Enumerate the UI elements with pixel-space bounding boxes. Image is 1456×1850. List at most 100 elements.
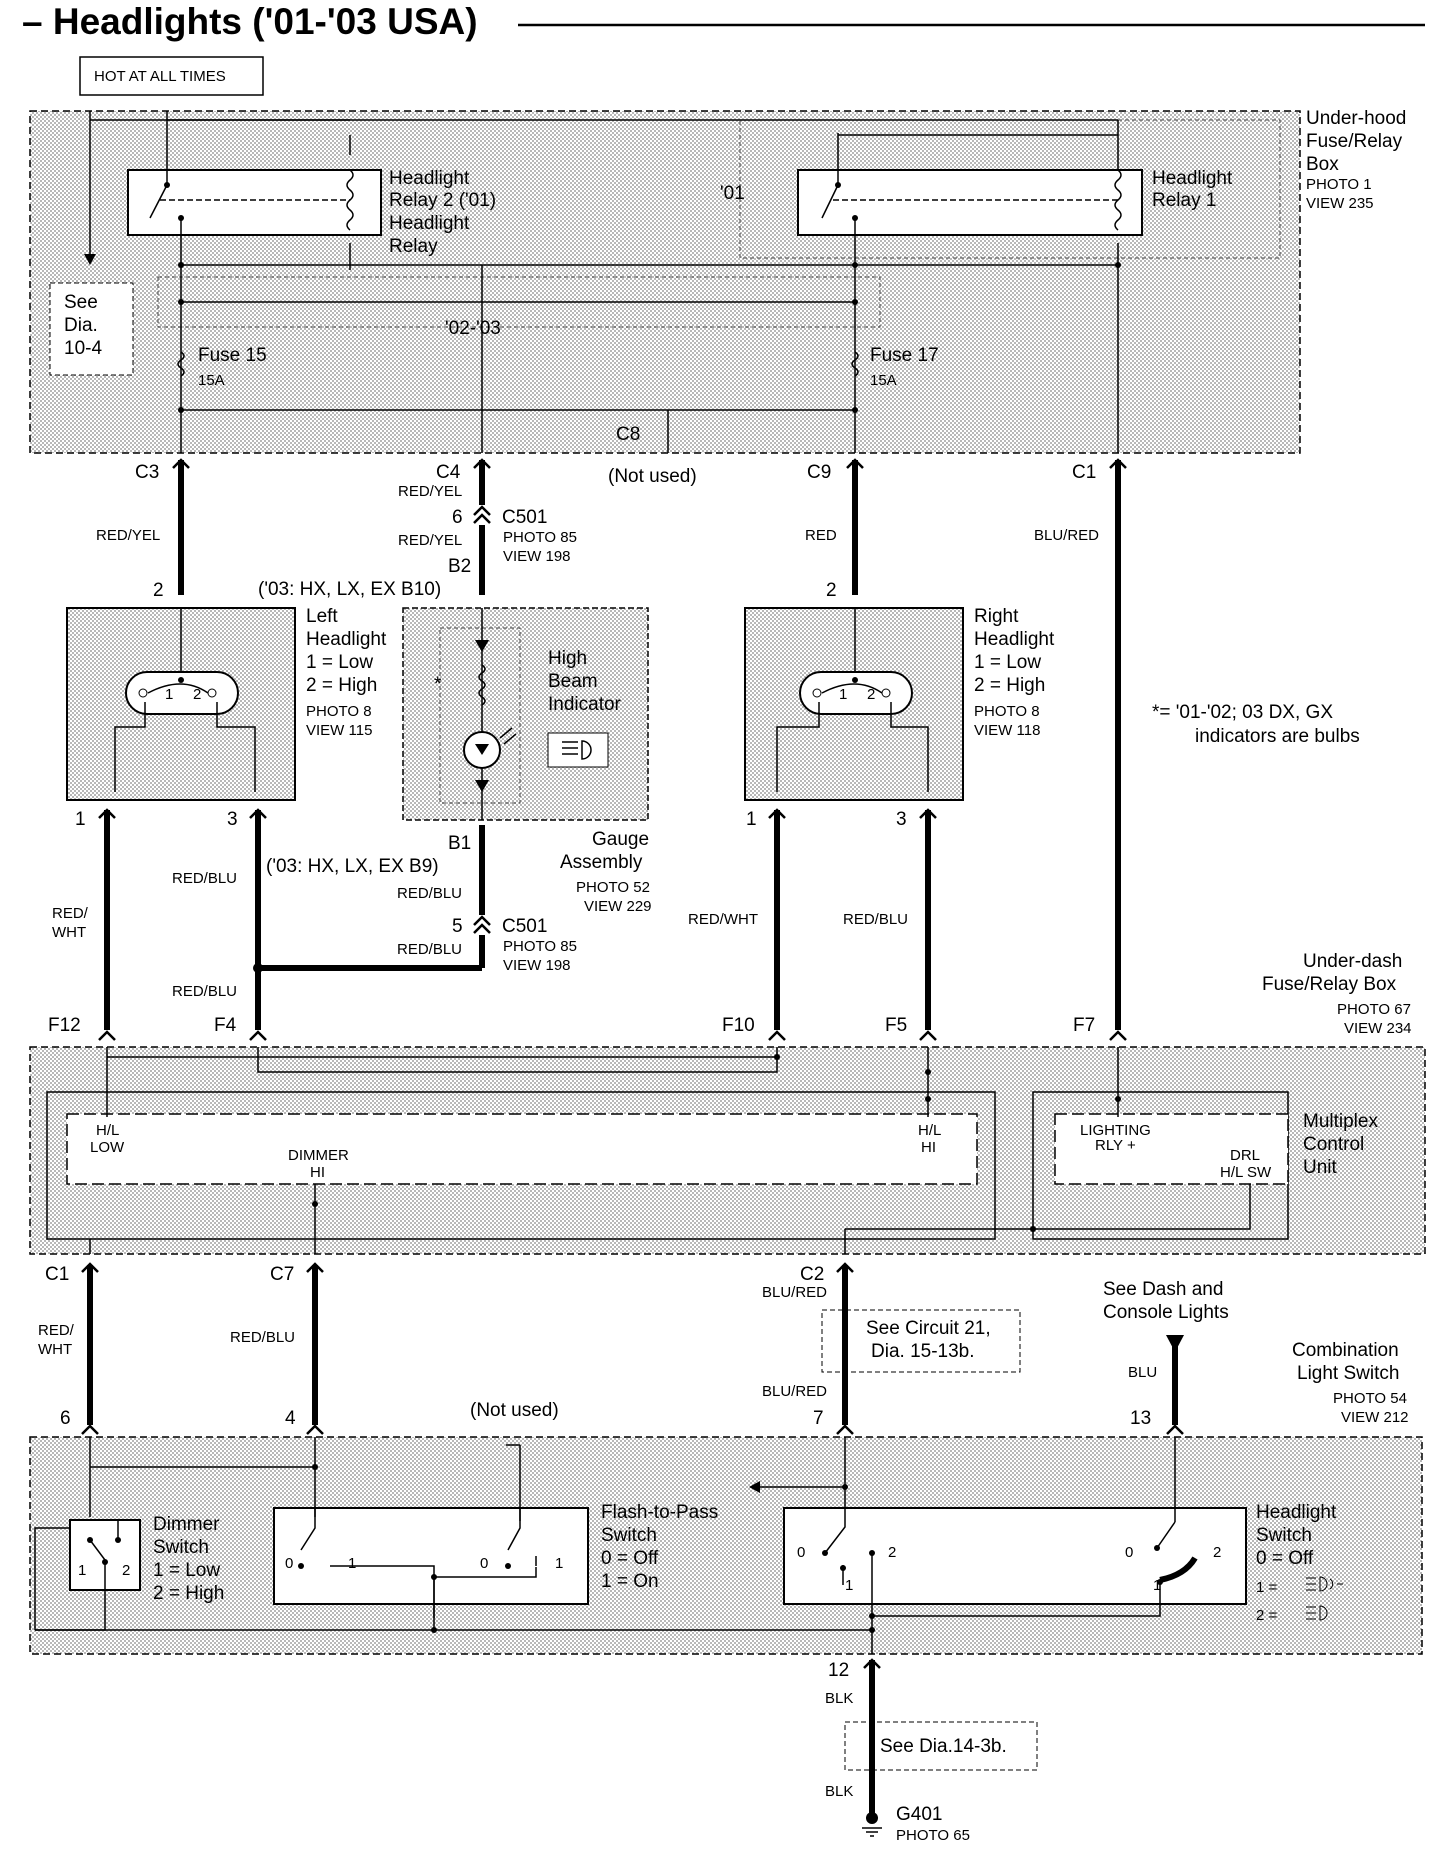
flash-a-contact-0: 0 [285, 1555, 293, 1572]
high-beam-icon [1306, 1605, 1328, 1621]
svg-text:Assembly: Assembly [560, 852, 643, 873]
fuse-17-rating: 15A [870, 372, 897, 389]
gauge-pin-b1: B1 [448, 833, 471, 854]
connector-c4: C4 [436, 462, 461, 483]
svg-text:Headlight: Headlight [389, 168, 470, 189]
svg-text:Dia.: Dia. [64, 315, 98, 336]
svg-text:Gauge: Gauge [592, 829, 649, 850]
svg-text:Switch: Switch [1256, 1525, 1312, 1546]
connector-c1-top: C1 [1072, 462, 1096, 483]
svg-text:C501: C501 [502, 507, 547, 528]
combo-pin-13: 13 [1130, 1408, 1151, 1429]
svg-text:VIEW 198: VIEW 198 [503, 957, 571, 974]
combo-pin-4: 4 [285, 1408, 296, 1429]
svg-text:High: High [548, 648, 587, 669]
svg-text:5: 5 [452, 916, 463, 937]
wire-f4-color-b: RED/BLU [172, 983, 237, 1000]
svg-text:HI: HI [921, 1139, 936, 1156]
svg-text:1 = On: 1 = On [601, 1571, 659, 1592]
svg-text:Relay 2 ('01): Relay 2 ('01) [389, 190, 496, 211]
see-dia-10-4[interactable]: See Dia. 10-4 [64, 292, 102, 359]
connector-c8: C8 [616, 424, 640, 445]
hot-label-box [79, 56, 264, 96]
svg-text:2 = High: 2 = High [306, 675, 377, 696]
svg-text:H/L: H/L [96, 1122, 119, 1139]
hl-b-contact-1: 1 [1153, 1577, 1161, 1594]
see-circuit-21[interactable]: See Circuit 21, Dia. 15-13b. [821, 1309, 1021, 1373]
year-01-label: '01 [720, 183, 745, 204]
hot-label: HOT AT ALL TIMES [94, 68, 226, 85]
flash-to-pass-label: Flash-to-Pass Switch 0 = Off 1 = On [601, 1502, 718, 1592]
pin-f7: F7 [1073, 1015, 1095, 1036]
flash-b-contact-1: 1 [555, 1555, 563, 1572]
svg-text:VIEW 118: VIEW 118 [974, 722, 1040, 739]
dimmer-hi-label: DIMMER HI [288, 1147, 349, 1181]
combo-pin-7: 7 [813, 1408, 824, 1429]
svg-text:See Dia.14-3b.: See Dia.14-3b. [880, 1736, 1007, 1757]
svg-text:indicators are bulbs: indicators are bulbs [1195, 726, 1360, 747]
svg-text:Relay 1: Relay 1 [1152, 190, 1216, 211]
combo-pin-6: 6 [60, 1408, 71, 1429]
connector-c9: C9 [807, 462, 831, 483]
svg-text:See Dash and: See Dash and [1103, 1279, 1223, 1300]
see-dia-14-3b[interactable]: See Dia.14-3b. [844, 1721, 1038, 1771]
ground-color-a: BLK [825, 1690, 853, 1707]
svg-text:Switch: Switch [153, 1537, 209, 1558]
svg-text:VIEW 229: VIEW 229 [584, 898, 652, 915]
svg-text:DIMMER: DIMMER [288, 1147, 349, 1164]
wire-c2-color-b: BLU/RED [762, 1383, 827, 1400]
wire-c3-color: RED/YEL [96, 527, 160, 544]
footnote: *= '01-'02; 03 DX, GX indicators are bul… [1152, 702, 1360, 747]
c501-lower: 5 C501 PHOTO 85 VIEW 198 [452, 916, 577, 974]
wire-c9-color: RED [805, 527, 837, 544]
svg-text:1 = Low: 1 = Low [306, 652, 373, 673]
splice-dot [253, 963, 263, 973]
right-headlight [744, 607, 964, 801]
right-hl-pin-3: 3 [896, 809, 907, 830]
page-title: – Headlights ('01-'03 USA) [22, 1, 478, 42]
svg-text:Headlight: Headlight [389, 213, 470, 234]
left-headlight-label: Left Headlight 1 = Low 2 = High PHOTO 8 … [306, 606, 387, 739]
wire-c4-color: RED/YEL [398, 483, 462, 500]
svg-text:Console Lights: Console Lights [1103, 1302, 1229, 1323]
see-dash-console-lights[interactable]: See Dash and Console Lights [1103, 1279, 1229, 1323]
svg-text:Fuse/Relay: Fuse/Relay [1306, 131, 1403, 152]
svg-text:Flash-to-Pass: Flash-to-Pass [601, 1502, 718, 1523]
wire-f10-color: RED/WHT [688, 911, 758, 928]
year-02-03-label: '02-'03 [445, 318, 501, 339]
ground-point [866, 1812, 878, 1824]
svg-text:Combination: Combination [1292, 1340, 1399, 1361]
c8-not-used: (Not used) [608, 466, 697, 487]
svg-text:0 = Off: 0 = Off [601, 1548, 659, 1569]
fuse-15-rating: 15A [198, 372, 225, 389]
svg-text:1 = Low: 1 = Low [153, 1560, 220, 1581]
svg-text:PHOTO 1: PHOTO 1 [1306, 176, 1372, 193]
hl-a-contact-0: 0 [797, 1544, 805, 1561]
svg-text:0 = Off: 0 = Off [1256, 1548, 1314, 1569]
left-bulb-pin1: 1 [165, 686, 173, 703]
wire-c1-color-2: WHT [38, 1341, 72, 1358]
dimmer-contact-2: 2 [122, 1562, 130, 1579]
svg-text:HI: HI [310, 1164, 325, 1181]
svg-text:PHOTO 52: PHOTO 52 [576, 879, 650, 896]
wire-c501-color: RED/BLU [397, 941, 462, 958]
connector-c3: C3 [135, 462, 159, 483]
svg-text:Relay: Relay [389, 236, 438, 257]
svg-text:Left: Left [306, 606, 338, 627]
right-bulb-pin1: 1 [839, 686, 847, 703]
pin-f10: F10 [722, 1015, 755, 1036]
wire-f12-color-1: RED/ [52, 905, 89, 922]
gauge-assembly-label: Gauge Assembly PHOTO 52 VIEW 229 [560, 829, 652, 915]
main-wires [87, 460, 1178, 1815]
combination-switch-label: Combination Light Switch PHOTO 54 VIEW 2… [1292, 1340, 1409, 1426]
svg-text:Switch: Switch [601, 1525, 657, 1546]
svg-text:H/L: H/L [918, 1122, 941, 1139]
lighting-rly-label: LIGHTING RLY + [1080, 1122, 1151, 1154]
flash-a-contact-1: 1 [348, 1555, 356, 1572]
svg-text:Box: Box [1306, 154, 1339, 175]
svg-text:*= '01-'02; 03 DX, GX: *= '01-'02; 03 DX, GX [1152, 702, 1333, 723]
svg-text:C501: C501 [502, 916, 547, 937]
svg-text:Right: Right [974, 606, 1019, 627]
wire-c2-color-a: BLU/RED [762, 1284, 827, 1301]
dimmer-contact-1: 1 [78, 1562, 86, 1579]
